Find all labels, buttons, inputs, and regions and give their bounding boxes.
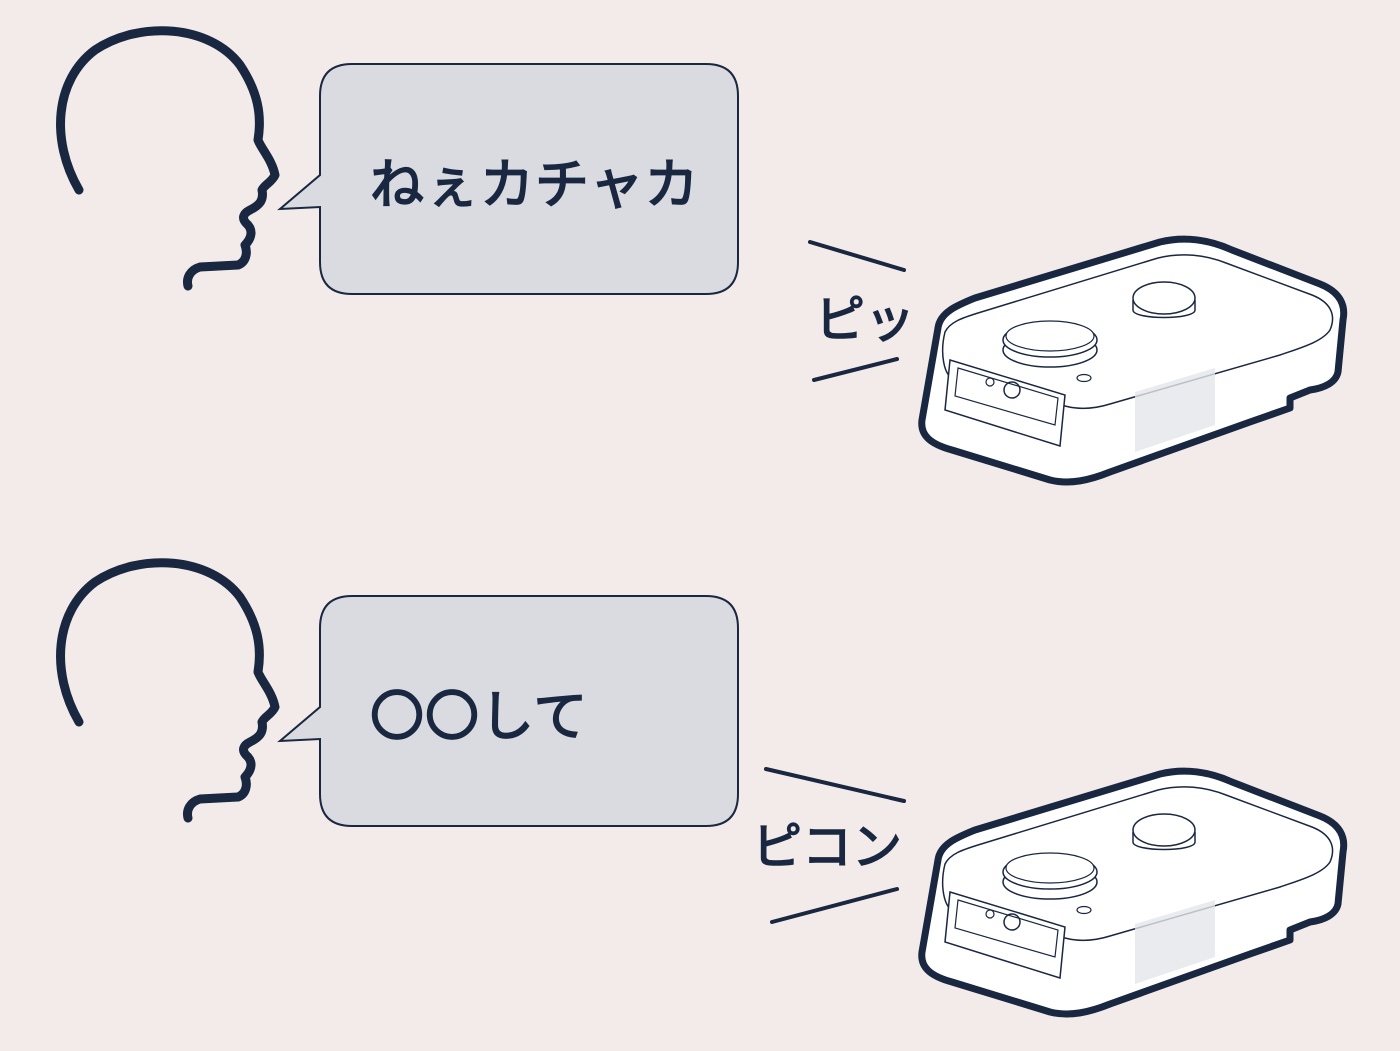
sound-line-top xyxy=(764,767,906,803)
speech-bubble xyxy=(277,595,739,827)
sound-line-bottom xyxy=(812,357,899,382)
scene-command: 〇〇して ピコン xyxy=(0,532,1400,1051)
scene-wake-word: ねぇカチャカ ピッ xyxy=(0,0,1400,519)
speech-bubble-text: 〇〇して xyxy=(370,685,589,748)
sound-effect-text: ピッ xyxy=(815,291,915,349)
scene-art xyxy=(56,26,1348,486)
sound-line-top xyxy=(808,240,906,272)
smart-speaker-device-icon xyxy=(918,767,1348,1018)
head-profile-icon xyxy=(56,558,280,823)
scene-art xyxy=(56,558,1348,1018)
smart-speaker-device-icon xyxy=(918,235,1348,486)
head-profile-icon xyxy=(56,26,280,291)
sound-line-bottom xyxy=(770,887,899,924)
speech-bubble-text: ねぇカチャカ xyxy=(370,153,700,216)
speech-bubble xyxy=(277,63,739,295)
sound-effect-text: ピコン xyxy=(752,818,902,876)
